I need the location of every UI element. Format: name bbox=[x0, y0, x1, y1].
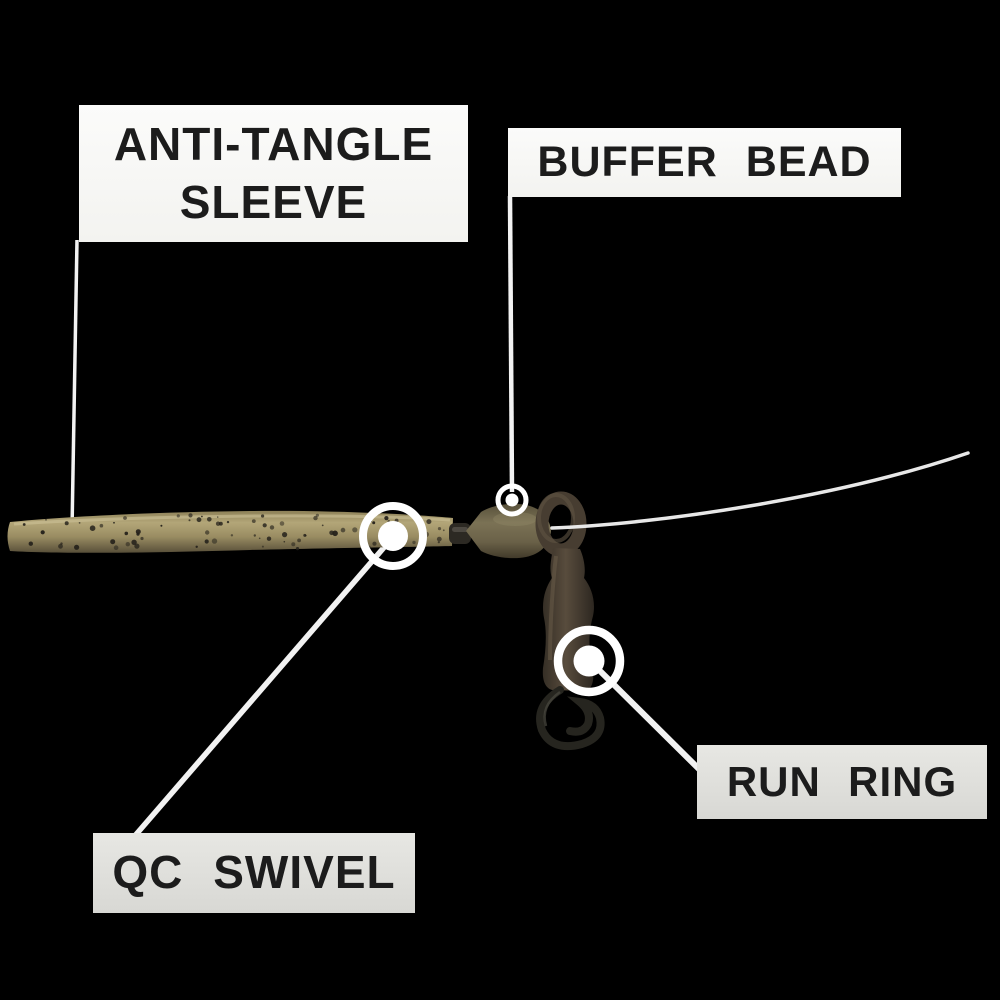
anti-tangle-sleeve-graphic bbox=[7, 510, 453, 553]
anti-tangle-sleeve-label: ANTI-TANGLE SLEEVE bbox=[79, 105, 468, 242]
qc-swivel-leader-line bbox=[130, 535, 396, 840]
anti-tangle-sleeve-label-line2: SLEEVE bbox=[179, 175, 368, 228]
clip-highlight bbox=[543, 690, 561, 727]
qc-swivel-highlight bbox=[452, 527, 468, 532]
run-ring-label: RUN RING bbox=[697, 745, 987, 819]
buffer-bead-label: BUFFER BEAD bbox=[508, 128, 901, 197]
qc-swivel-label: QC SWIVEL bbox=[93, 833, 415, 913]
run-ring-marker bbox=[553, 625, 625, 697]
run-ring-eye-highlight bbox=[537, 493, 575, 543]
fishing-line bbox=[550, 451, 970, 530]
anti-tangle-sleeve-label-line1: ANTI-TANGLE bbox=[113, 118, 434, 170]
buffer-bead-highlight bbox=[493, 512, 537, 526]
qc-swivel-label-text: QC SWIVEL bbox=[112, 846, 396, 899]
anti-tangle-sleeve-leader-line bbox=[70, 239, 79, 531]
run-ring-leader-line bbox=[588, 659, 707, 777]
buffer-bead-leader-line bbox=[507, 195, 515, 493]
qc-swivel-marker bbox=[359, 502, 427, 570]
buffer-bead-marker bbox=[495, 483, 529, 517]
sleeve-highlight bbox=[13, 514, 451, 526]
buffer-bead-graphic bbox=[466, 503, 551, 559]
qc-swivel-graphic bbox=[449, 523, 471, 544]
run-ring-body-highlight bbox=[548, 555, 558, 661]
buffer-bead-label-text: BUFFER BEAD bbox=[537, 137, 872, 186]
run-ring-label-text: RUN RING bbox=[726, 757, 958, 805]
clip-graphic bbox=[536, 686, 605, 751]
